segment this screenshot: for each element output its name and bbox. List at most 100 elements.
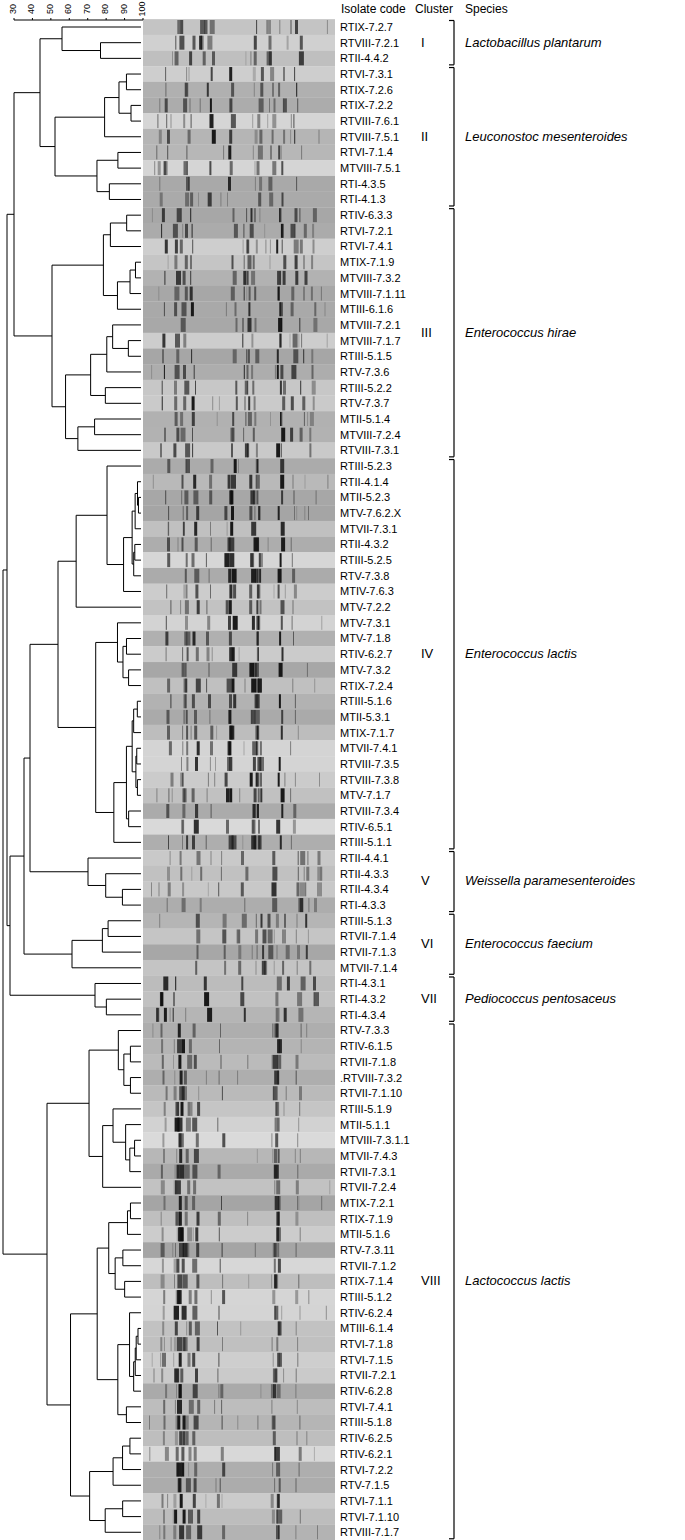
gel-band	[182, 898, 186, 912]
gel-band	[184, 1416, 189, 1430]
dendrogram-branch	[136, 1336, 137, 1360]
gel-band	[183, 98, 187, 112]
gel-lane	[143, 1305, 335, 1321]
gel-band	[278, 1494, 280, 1508]
gel-band	[297, 98, 298, 112]
gel-band	[313, 240, 315, 254]
isolate-code: RTVI-7.4.1	[340, 240, 393, 252]
gel-band	[168, 130, 169, 144]
gel-band	[164, 1196, 166, 1210]
dendrogram-branch	[138, 497, 141, 498]
gel-band	[260, 757, 264, 771]
gel-band	[273, 1055, 278, 1069]
isolate-code: RTVII-7.1.8	[340, 1056, 396, 1068]
gel-band	[161, 1165, 163, 1179]
isolate-code: MTVIII-7.5.1	[340, 162, 401, 174]
gel-band	[268, 929, 273, 943]
gel-band	[300, 1149, 301, 1163]
isolate-code: RTI-4.3.5	[340, 178, 386, 190]
isolate-code: RTVII-7.1.3	[340, 946, 396, 958]
dendrogram-branch	[115, 1257, 123, 1258]
isolate-code: MTV-7.2.2	[340, 601, 391, 613]
gel-band	[222, 1133, 225, 1147]
gel-band	[298, 726, 299, 740]
gel-band	[179, 1227, 184, 1241]
gel-band	[244, 365, 245, 379]
dendrogram-branch	[110, 223, 126, 224]
gel-lane	[143, 1179, 335, 1195]
gel-band	[211, 67, 213, 81]
gel-band	[275, 1118, 277, 1132]
gel-band	[258, 475, 260, 489]
gel-band	[311, 287, 313, 301]
gel-band	[298, 898, 303, 912]
isolate-code: RTVIII-7.3.5	[340, 758, 399, 770]
gel-lane	[143, 709, 335, 725]
gel-band	[153, 475, 154, 489]
gel-band	[183, 506, 184, 520]
gel-band	[163, 1510, 165, 1524]
gel-lane	[143, 991, 335, 1007]
gel-band	[188, 177, 189, 191]
gel-band	[177, 1463, 182, 1477]
gel-band	[163, 1400, 165, 1414]
dendrogram-branch	[114, 782, 127, 783]
gel-band	[226, 302, 227, 316]
gel-lane	[143, 693, 335, 709]
gel-band	[281, 443, 282, 457]
gel-band	[296, 1071, 297, 1085]
dendrogram-branch	[123, 1250, 141, 1251]
isolate-code: MTIV-7.6.3	[340, 585, 394, 597]
gel-band	[176, 1212, 177, 1226]
gel-band	[218, 1165, 221, 1179]
dendrogram-branch	[110, 246, 141, 247]
gel-band	[204, 992, 209, 1006]
dendrogram-branch	[126, 1124, 141, 1125]
gel-band	[193, 632, 196, 646]
scale-tick	[106, 18, 107, 20]
gel-band	[221, 1055, 222, 1069]
gel-band	[163, 1149, 165, 1163]
gel-band	[293, 632, 294, 646]
gel-band	[297, 882, 300, 896]
gel-band	[298, 334, 299, 348]
dendrogram-branch	[47, 1103, 89, 1104]
gel-band	[268, 177, 272, 191]
gel-band	[259, 177, 262, 191]
gel-band	[160, 992, 163, 1006]
gel-band	[223, 914, 227, 928]
gel-band	[209, 569, 210, 583]
gel-band	[162, 1494, 164, 1508]
gel-band	[186, 177, 190, 191]
gel-band	[243, 318, 244, 332]
dendrogram-branch	[134, 575, 141, 576]
dendrogram-branch	[97, 1379, 118, 1380]
gel-band	[156, 145, 157, 159]
gel-band	[183, 114, 185, 128]
gel-band	[217, 1494, 220, 1508]
gel-band	[297, 945, 300, 959]
cluster-bracket	[453, 977, 454, 1021]
gel-lane	[143, 301, 335, 317]
gel-band	[217, 1368, 218, 1382]
dendrogram-branch	[134, 552, 135, 553]
gel-lane	[143, 333, 335, 349]
gel-band	[277, 1118, 280, 1132]
dendrogram-branch	[30, 871, 88, 872]
gel-band	[249, 287, 251, 301]
scale-number: 50	[46, 4, 56, 14]
gel-band	[258, 679, 262, 693]
scale-tick	[69, 18, 70, 20]
gel-band	[185, 255, 188, 269]
gel-band	[295, 208, 298, 222]
gel-band	[192, 412, 195, 426]
gel-band	[318, 851, 321, 865]
dendrogram-branch	[123, 1500, 141, 1501]
dendrogram-branch	[130, 1453, 141, 1454]
gel-band	[196, 914, 200, 928]
scale-tick	[124, 18, 125, 20]
gel-band	[175, 1321, 178, 1335]
gel-band	[186, 506, 188, 520]
gel-band	[168, 506, 169, 520]
isolate-code: MTIX-7.1.7	[340, 727, 394, 739]
